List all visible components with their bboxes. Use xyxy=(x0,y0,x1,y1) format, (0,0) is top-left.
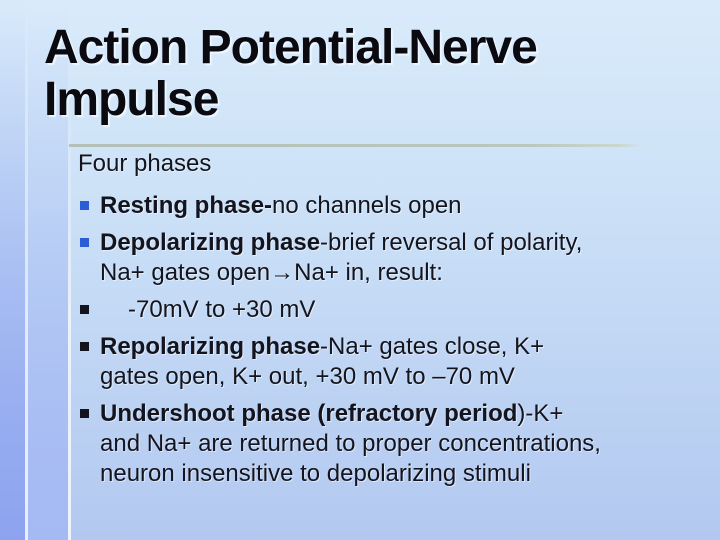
left-stripe-outer xyxy=(0,0,25,540)
bullet-text: Undershoot phase (refractory period)-K+ a… xyxy=(100,399,698,489)
square-bullet-icon xyxy=(80,201,89,210)
bullet-text-bold-segment: Undershoot phase (refractory period xyxy=(100,400,518,427)
content-top-divider xyxy=(69,144,642,147)
bullet-text-segment: neuron insensitive to depolarizing stimu… xyxy=(100,460,531,487)
bullet-item: -70mV to +30 mV xyxy=(78,295,698,325)
body-intro: Four phases xyxy=(78,150,212,177)
square-bullet-icon xyxy=(80,409,89,418)
bullet-text-segment: no channels open xyxy=(272,192,462,219)
bullet-text-bold-segment: Depolarizing phase xyxy=(100,229,321,256)
bullet-text-segment: and Na+ are returned to proper concentra… xyxy=(100,430,601,457)
bullet-text-bold-segment: Repolarizing phase xyxy=(100,333,321,360)
bullet-item: Depolarizing phase-brief reversal of pol… xyxy=(78,228,698,288)
bullet-item: Undershoot phase (refractory period)-K+ a… xyxy=(78,399,698,489)
bullet-text: -70mV to +30 mV xyxy=(100,295,698,325)
bullet-text-segment: gates open, K+ out, +30 mV to –70 mV xyxy=(100,363,515,390)
left-stripe-separator xyxy=(25,0,28,540)
square-bullet-icon xyxy=(80,305,89,314)
bullet-text-segment: -70mV to +30 mV xyxy=(128,296,316,323)
square-bullet-icon xyxy=(80,342,89,351)
bullet-item: Resting phase-no channels open xyxy=(78,191,698,221)
bullet-text: Repolarizing phase-Na+ gates close, K+ ga… xyxy=(100,332,698,392)
bullet-text-segment: -Na+ gates close, K+ xyxy=(320,333,545,360)
bullet-text-segment: )-K+ xyxy=(517,400,564,427)
content-left-border xyxy=(68,0,71,540)
bullet-text: Depolarizing phase-brief reversal of pol… xyxy=(100,228,698,288)
bullet-text-bold-segment: Resting phase- xyxy=(100,192,273,219)
slide-title: Action Potential-Nerve Impulse xyxy=(44,21,538,126)
bullet-text-segment: Na+ gates open→Na+ in, result: xyxy=(100,259,443,286)
square-bullet-icon xyxy=(80,238,89,247)
bullet-text-segment: -brief reversal of polarity, xyxy=(320,229,583,256)
slide-body: Four phases Resting phase-no channels op… xyxy=(78,149,698,496)
bullet-text: Resting phase-no channels open xyxy=(100,191,698,221)
slide-title-line2: Impulse xyxy=(44,73,219,126)
slide-title-line1: Action Potential-Nerve xyxy=(44,21,538,74)
bullet-item: Repolarizing phase-Na+ gates close, K+ ga… xyxy=(78,332,698,392)
left-stripe-inner xyxy=(28,0,68,540)
